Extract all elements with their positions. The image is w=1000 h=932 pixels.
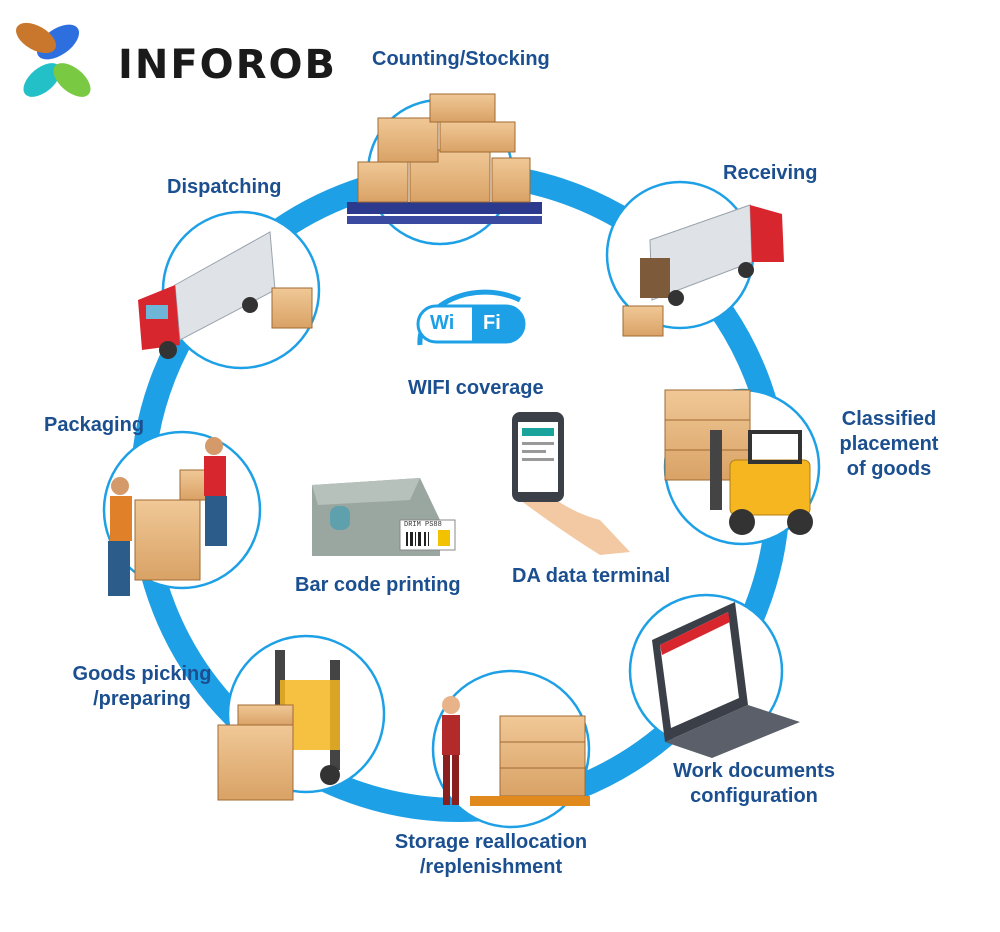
data-terminal-label: DA data terminal xyxy=(512,565,671,587)
handheld-terminal-icon xyxy=(512,412,630,555)
printer-receipt-text: DRIM PS88 xyxy=(404,521,442,529)
stage-label-storage: Storage reallocation /replenishment xyxy=(394,831,588,878)
wifi-coverage-label: WIFI coverage xyxy=(408,377,544,399)
stage-label-picking: Goods picking /preparing xyxy=(72,663,212,710)
pallet-jack-worker-icon xyxy=(442,696,590,806)
stage-label-counting: Counting/Stocking xyxy=(372,48,550,70)
order-picker-forklift-icon xyxy=(217,650,340,801)
wifi-badge-left: Wi xyxy=(430,312,455,334)
stage-label-classified: Classified placement of goods xyxy=(839,408,939,480)
receiving-truck-icon xyxy=(622,204,784,337)
stacked-boxes-pallet-icon xyxy=(347,93,542,224)
brand-name: INFOROB xyxy=(118,42,337,88)
stage-label-receiving: Receiving xyxy=(723,162,818,184)
barcode-printer-icon xyxy=(312,478,456,556)
dispatching-truck-icon xyxy=(138,231,313,359)
laptop-icon xyxy=(652,602,800,758)
stage-label-work-documents: Work documents configuration xyxy=(673,760,835,807)
workers-packaging-icon xyxy=(108,437,227,596)
wifi-badge-icon xyxy=(416,289,526,346)
barcode-printing-label: Bar code printing xyxy=(295,574,461,596)
stage-label-dispatching: Dispatching xyxy=(167,176,282,198)
inforob-logo xyxy=(16,22,91,97)
forklift-shelves-icon xyxy=(664,389,813,535)
stage-label-packaging: Packaging xyxy=(44,414,145,436)
wifi-badge-right: Fi xyxy=(483,312,501,334)
